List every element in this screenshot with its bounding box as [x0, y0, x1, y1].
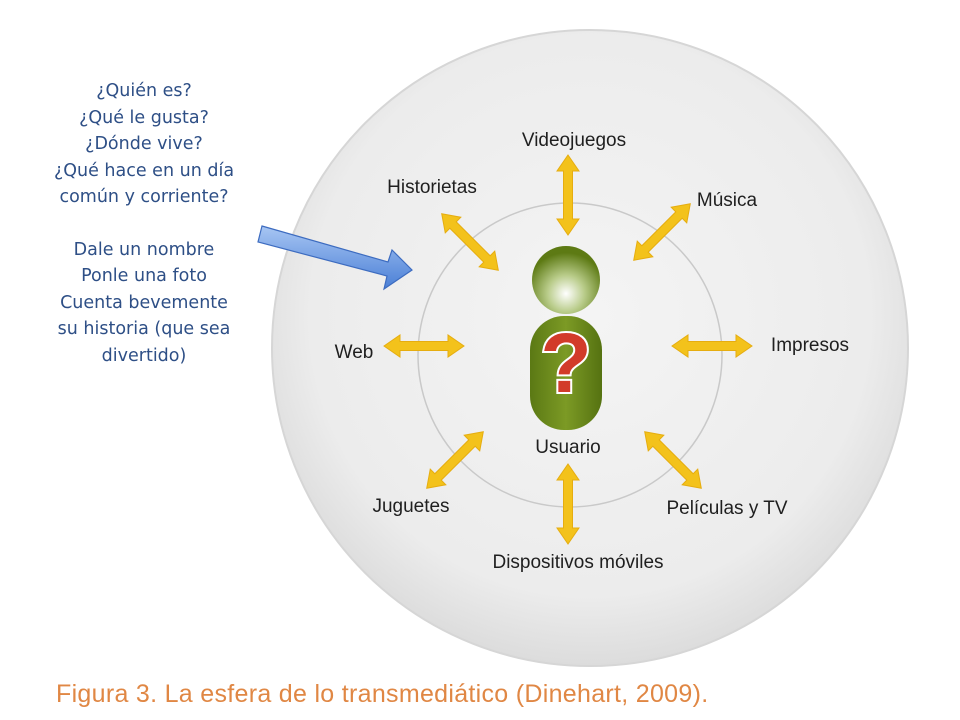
- question-line: ¿Qué le gusta?: [79, 107, 209, 128]
- question-line: ¿Dónde vive?: [85, 134, 203, 154]
- user-body: [530, 316, 602, 430]
- pointer-arrow: [257, 225, 413, 291]
- instruction-line: su historia (que sea: [57, 319, 231, 339]
- label-dispositivos-moviles: Dispositivos móviles: [492, 552, 663, 573]
- instruction-line: divertido): [101, 345, 187, 366]
- label-historietas: Historietas: [387, 177, 477, 198]
- question-line: ¿Quién es?: [96, 81, 192, 101]
- instruction-line: Cuenta bevemente: [60, 292, 228, 313]
- spacer: [28, 211, 260, 237]
- instruction-line: Dale un nombre: [73, 239, 215, 260]
- instruction-line: Ponle una foto: [81, 266, 207, 286]
- question-line: común y corriente?: [59, 187, 229, 207]
- prompt-text-block: ¿Quién es? ¿Qué le gusta? ¿Dónde vive? ¿…: [28, 78, 260, 369]
- label-impresos: Impresos: [771, 335, 849, 356]
- question-mark-icon: ?: [540, 316, 591, 410]
- label-web: Web: [335, 342, 374, 363]
- label-peliculas-tv: Películas y TV: [666, 498, 787, 519]
- label-usuario: Usuario: [535, 437, 600, 458]
- label-juguetes: Juguetes: [372, 496, 449, 517]
- label-videojuegos: Videojuegos: [522, 130, 626, 151]
- question-line: ¿Qué hace en un día: [53, 160, 235, 181]
- user-figure: ?: [530, 246, 602, 430]
- figure-caption: Figura 3. La esfera de lo transmediático…: [56, 680, 709, 708]
- user-head: [532, 246, 600, 314]
- label-musica: Música: [697, 190, 758, 211]
